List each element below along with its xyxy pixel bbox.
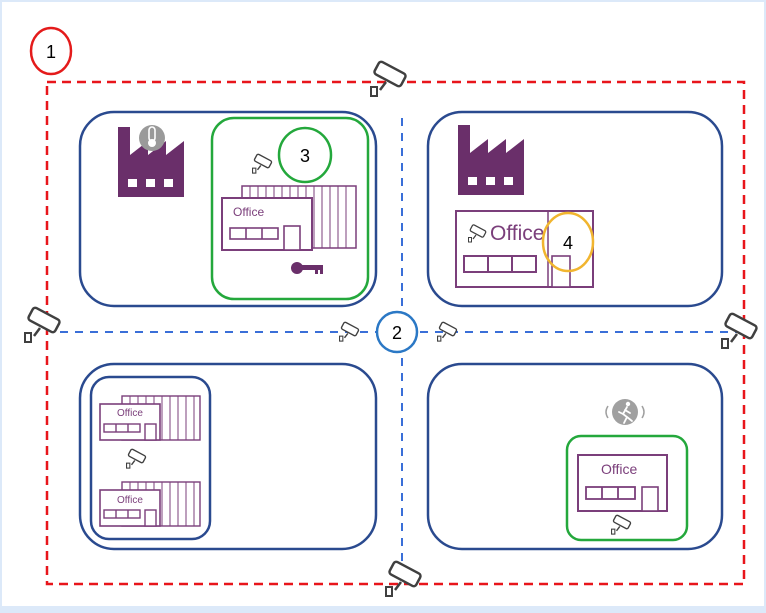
svg-text:1: 1 (46, 42, 56, 62)
svg-text:3: 3 (300, 146, 310, 166)
office-label: Office (117, 495, 143, 506)
marker-3: 3 (277, 126, 333, 184)
secure-area-bottom-left (89, 375, 212, 541)
office-label: Office (117, 408, 143, 419)
key-icon (291, 262, 323, 274)
svg-text:4: 4 (563, 233, 573, 253)
office-label: Office (601, 461, 638, 477)
office-building-icon (99, 395, 201, 441)
office-building-icon (455, 210, 594, 288)
zone-bottom-right (426, 362, 724, 551)
marker-4: 4 (541, 211, 595, 273)
marker-1: 1 (29, 26, 73, 76)
secure-area-bottom-right (565, 434, 689, 542)
office-label: Office (490, 222, 544, 245)
office-building-icon (99, 481, 201, 527)
office-label: Office (233, 205, 264, 219)
office-building-icon (577, 454, 668, 512)
office-building-icon (221, 185, 357, 251)
thermometer-icon (139, 125, 165, 151)
marker-2: 2 (375, 310, 419, 354)
secure-area-top-left (210, 116, 370, 301)
svg-text:2: 2 (392, 323, 402, 343)
emergency-exit-icon (605, 399, 645, 425)
